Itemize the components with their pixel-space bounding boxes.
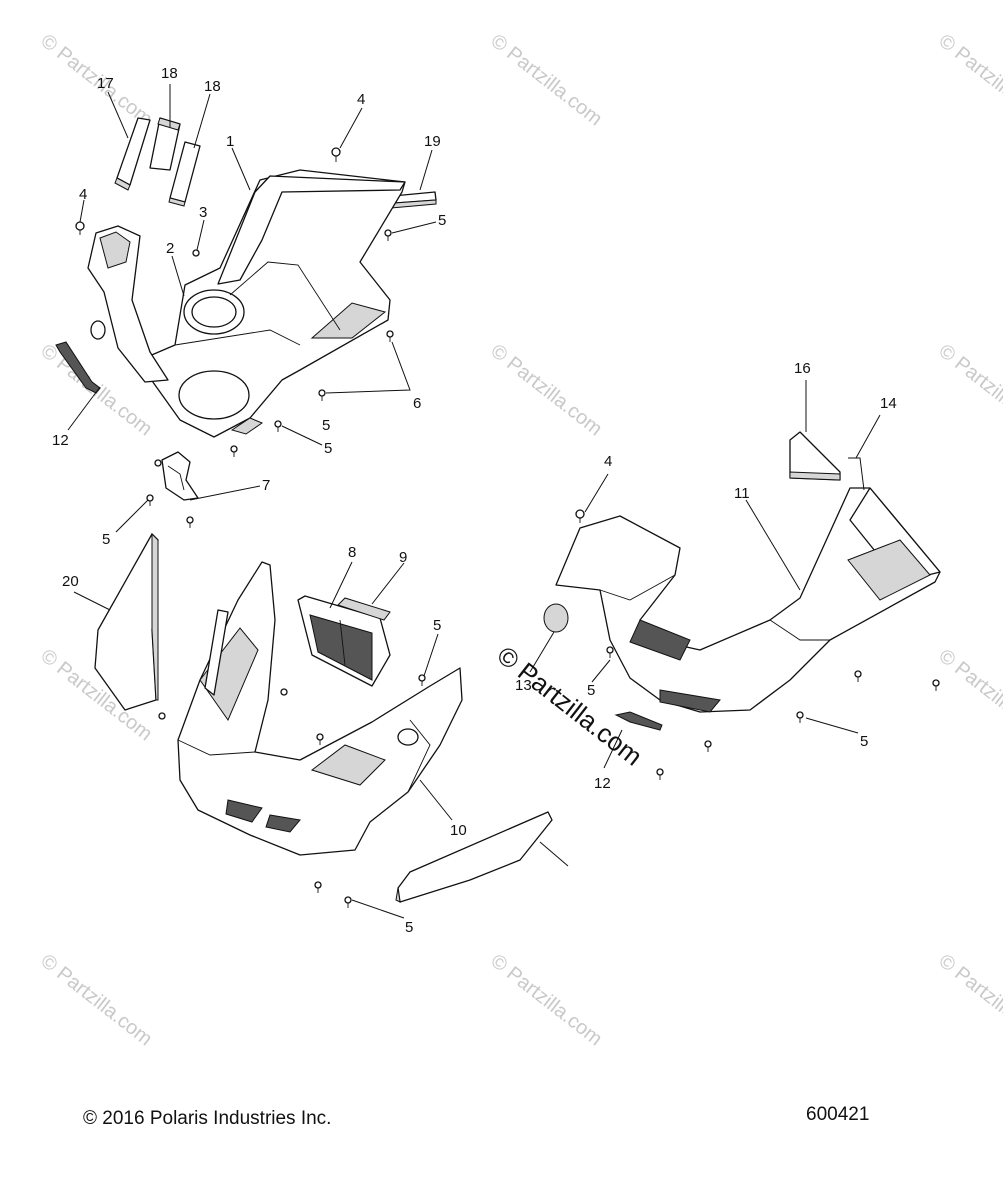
- callout-label: 5: [322, 417, 330, 434]
- callout-label: 7: [262, 477, 270, 494]
- fastener-icon: [318, 389, 326, 401]
- callout-label: 5: [587, 682, 595, 699]
- foam-pad-18-right: [789, 431, 841, 481]
- fastener-icon: [656, 768, 664, 780]
- fastener-icon: [75, 221, 85, 235]
- callout-label: 1: [226, 133, 234, 150]
- side-panel-19: [94, 532, 159, 711]
- callout-label: 18: [161, 65, 178, 82]
- callout-labels: 17 18 18 4 19 1 4 3 2 5 6 12 5 7 5 20 8 …: [52, 65, 897, 936]
- fasteners: [75, 147, 940, 908]
- fastener-icon: [158, 712, 166, 720]
- fastener-icon: [230, 445, 238, 457]
- callout-label: 10: [450, 822, 467, 839]
- callout-label: 5: [102, 531, 110, 548]
- fastener-icon: [344, 896, 352, 908]
- callout-label: 6: [413, 395, 421, 412]
- fastener-icon: [932, 679, 940, 691]
- bracket-7: [161, 451, 199, 501]
- fastener-icon: [274, 420, 282, 432]
- lower-nose-10: [177, 561, 463, 856]
- cap-13: [543, 603, 569, 633]
- callout-label: 5: [405, 919, 413, 936]
- fastener-icon: [704, 740, 712, 752]
- callout-label: 12: [594, 775, 611, 792]
- callout-label: 2: [166, 240, 174, 257]
- upper-pan-1: [139, 169, 406, 438]
- callout-label: 8: [348, 544, 356, 561]
- fastener-icon: [280, 688, 288, 696]
- strap-12-left: [55, 341, 101, 394]
- callout-label: 19: [424, 133, 441, 150]
- fastener-icon: [316, 733, 324, 745]
- callout-label: 13: [515, 677, 532, 694]
- leader-lines: [67, 84, 881, 919]
- callout-label: 5: [324, 440, 332, 457]
- foam-pad-17: [168, 141, 201, 207]
- callout-label: 12: [52, 432, 69, 449]
- fastener-icon: [186, 516, 194, 528]
- callout-label: 4: [604, 453, 612, 470]
- fastener-icon: [192, 249, 200, 257]
- hook-14: [848, 457, 865, 491]
- fastener-icon: [331, 147, 341, 162]
- callout-label: 14: [880, 395, 897, 412]
- fastener-icon: [796, 711, 804, 723]
- fastener-icon: [314, 881, 322, 893]
- callout-label: 5: [860, 733, 868, 750]
- lower-panel-20: [395, 811, 553, 903]
- callout-label: 11: [734, 485, 750, 502]
- fastener-icon: [575, 509, 585, 523]
- callout-label: 4: [357, 91, 365, 108]
- fastener-icon: [386, 330, 394, 342]
- fastener-icon: [418, 674, 426, 686]
- callout-label: 9: [399, 549, 407, 566]
- callout-label: 18: [204, 78, 221, 95]
- fastener-icon: [146, 494, 154, 506]
- callout-label: 20: [62, 573, 79, 590]
- callout-label: 16: [794, 360, 811, 377]
- side-pan-11: [555, 487, 941, 713]
- decal-9: [337, 597, 391, 621]
- fastener-icon: [384, 229, 392, 241]
- fastener-icon: [606, 646, 614, 658]
- callout-label: 4: [79, 186, 87, 203]
- callout-label: 5: [433, 617, 441, 634]
- foam-pad-16: [149, 117, 181, 171]
- strap-12-right: [614, 711, 663, 731]
- foam-pad-15: [114, 117, 151, 191]
- fastener-icon: [154, 459, 162, 467]
- fastener-icon: [854, 670, 862, 682]
- copyright-text: © 2016 Polaris Industries Inc.: [83, 1108, 332, 1129]
- callout-label: 5: [438, 212, 446, 229]
- callout-label: 17: [97, 75, 114, 92]
- callout-label: 3: [199, 204, 207, 221]
- side-duct-left: [87, 225, 169, 383]
- vent-panel-8: [297, 595, 391, 687]
- diagram-number: 600421: [806, 1104, 870, 1125]
